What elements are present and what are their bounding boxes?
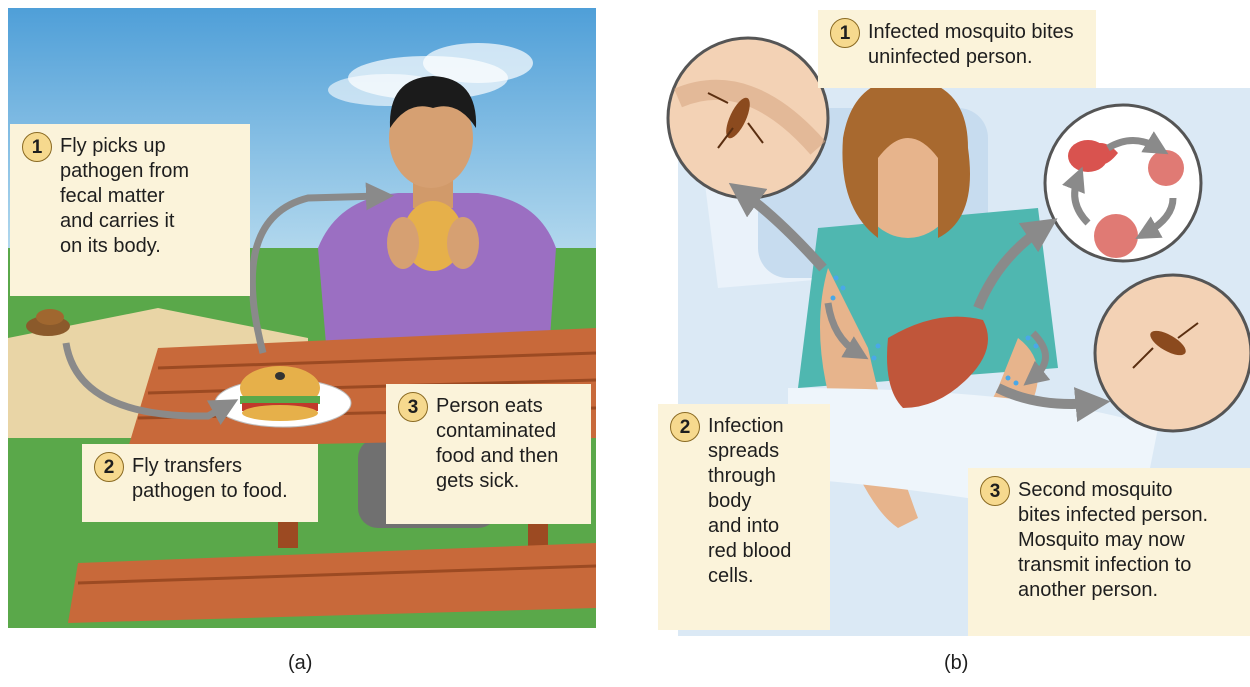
step-text: Second mosquito bites infected person. M… — [1018, 478, 1208, 603]
mosquito-bite-circle-1 — [668, 38, 828, 198]
fly — [275, 372, 285, 380]
step-number-badge: 3 — [398, 392, 428, 422]
step-number-badge: 1 — [830, 18, 860, 48]
step-text: Person eats contaminated food and then g… — [436, 394, 558, 494]
step-text: Infected mosquito bites uninfected perso… — [868, 20, 1074, 70]
step-number-badge: 3 — [980, 476, 1010, 506]
step-3-callout: 3 Person eats contaminated food and then… — [386, 384, 591, 524]
step-text: Fly transfers pathogen to food. — [132, 454, 288, 504]
panel-a-fly-transmission: 1 Fly picks up pathogen from fecal matte… — [8, 8, 596, 628]
step-number-badge: 1 — [22, 132, 52, 162]
panel-b-mosquito-transmission: 1 Infected mosquito bites uninfected per… — [638, 8, 1250, 636]
red-blood-cell — [1068, 140, 1108, 172]
step-number-badge: 2 — [94, 452, 124, 482]
step-text: Infection spreads through body and into … — [708, 414, 791, 589]
panel-b-caption: (b) — [944, 652, 968, 675]
step-1-callout: 1 Fly picks up pathogen from fecal matte… — [10, 124, 250, 296]
step-text: Fly picks up pathogen from fecal matter … — [60, 134, 189, 259]
step-3-callout: 3 Second mosquito bites infected person.… — [968, 468, 1250, 636]
step-number-badge: 2 — [670, 412, 700, 442]
step-2-callout: 2 Fly transfers pathogen to food. — [82, 444, 318, 522]
step-1-callout: 1 Infected mosquito bites uninfected per… — [818, 10, 1096, 88]
step-2-callout: 2 Infection spreads through body and int… — [658, 404, 830, 630]
panel-a-caption: (a) — [288, 652, 312, 675]
fly-scene-illustration — [8, 8, 596, 628]
